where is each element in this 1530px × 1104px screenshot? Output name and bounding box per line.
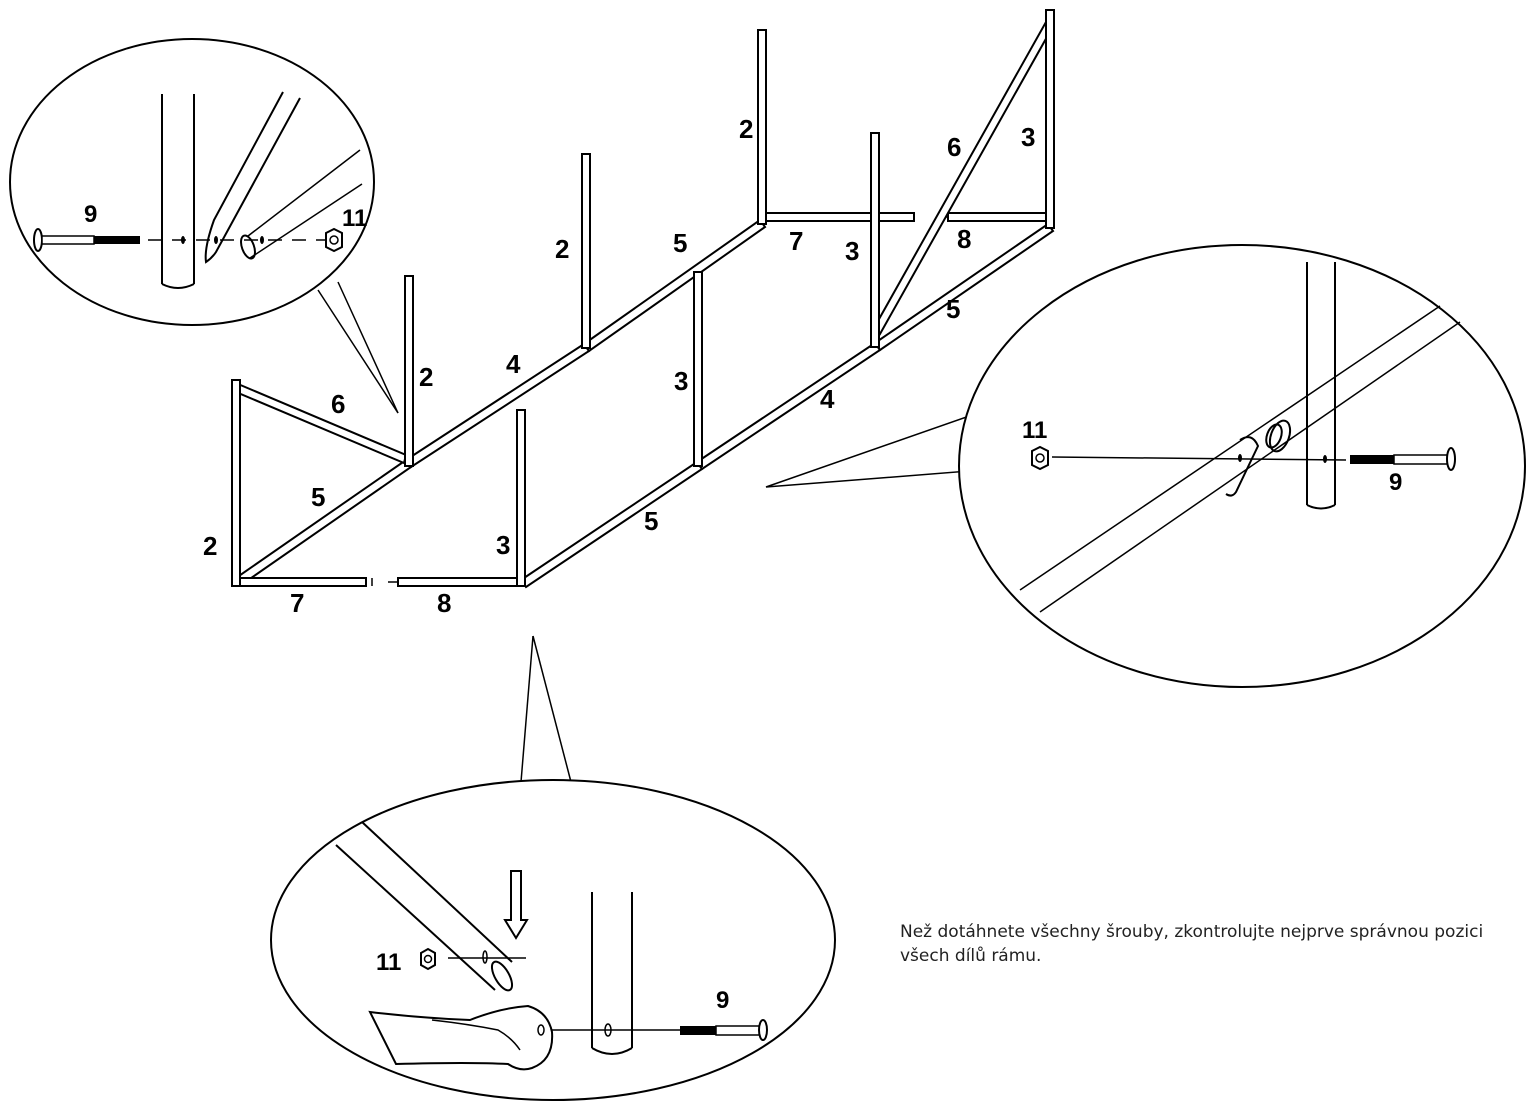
detail-ellipse-bottom <box>270 779 836 1101</box>
post-front-left <box>231 379 241 587</box>
post-far-back <box>757 29 767 225</box>
crossbar-8-top <box>947 212 1049 222</box>
detail-ellipse-top-left <box>9 38 375 326</box>
post-mid-back <box>581 153 591 349</box>
bolt-head-icon-right <box>1446 447 1456 471</box>
label-crossbar-8-bottom: 8 <box>437 588 451 618</box>
detail1-label-nut: 11 <box>342 205 367 232</box>
detail-ellipse-right <box>958 244 1526 688</box>
crossbar-7-top <box>765 212 915 222</box>
assembly-note-line-2: všech dílů rámu. <box>900 946 1042 966</box>
post-left-back <box>404 275 414 467</box>
detail1-label-bolt: 9 <box>84 201 97 228</box>
rail-front-mid <box>695 341 882 471</box>
label-post-far-right: 3 <box>1021 122 1035 152</box>
detail-callout-top-left: 9 11 <box>9 38 399 414</box>
label-post-front-right: 3 <box>845 236 859 266</box>
label-rail-back-right: 5 <box>673 228 687 258</box>
label-crossbar-8-top: 8 <box>957 224 971 254</box>
rail-front-left <box>519 460 704 589</box>
bolt-head-icon <box>33 228 43 252</box>
label-post-mid-back: 2 <box>555 234 569 264</box>
part-labels: 2 2 2 2 3 3 3 3 6 6 5 4 5 5 4 5 7 8 7 8 <box>203 114 1035 618</box>
nut-icon-right <box>1031 445 1049 471</box>
assembly-note: Než dotáhnete všechny šrouby, zkontroluj… <box>900 920 1520 968</box>
arrow-down-icon <box>503 870 529 940</box>
crossbar-8-bottom <box>397 577 519 587</box>
label-crossbar-7-top: 7 <box>789 226 803 256</box>
post-far-right <box>1045 9 1055 229</box>
label-rail-front-left: 5 <box>644 506 658 536</box>
crossbar-7-bottom <box>239 577 367 587</box>
detail-callout-right: 11 9 <box>765 244 1526 688</box>
brace-left <box>234 382 408 465</box>
detail2-label-nut: 11 <box>1022 417 1047 444</box>
label-brace-right: 6 <box>947 132 961 162</box>
detail3-label-nut: 11 <box>376 949 401 976</box>
post-front-right <box>870 132 880 348</box>
label-post-front-mid: 3 <box>496 530 510 560</box>
nut-icon-bottom <box>420 947 436 971</box>
label-brace-left: 6 <box>331 389 345 419</box>
rail-back-left <box>234 458 413 587</box>
post-center <box>693 271 703 467</box>
label-crossbar-7-bottom: 7 <box>290 588 304 618</box>
label-post-front-left: 2 <box>203 531 217 561</box>
label-post-far-back: 2 <box>739 114 753 144</box>
detail-callout-bottom: 11 9 <box>270 635 836 1101</box>
label-rail-back-mid: 4 <box>506 349 521 379</box>
frame-rails <box>234 20 1055 589</box>
label-rail-back-left: 5 <box>311 482 325 512</box>
label-rail-front-mid: 4 <box>820 384 835 414</box>
label-post-left-back: 2 <box>419 362 433 392</box>
label-post-center: 3 <box>674 366 688 396</box>
nut-icon <box>325 227 343 253</box>
bolt-head-icon-bottom <box>758 1019 768 1041</box>
assembly-note-line-1: Než dotáhnete všechny šrouby, zkontroluj… <box>900 922 1484 942</box>
post-front-mid <box>516 409 526 587</box>
detail3-label-bolt: 9 <box>716 987 729 1014</box>
label-rail-front-right: 5 <box>946 294 960 324</box>
frame-posts <box>231 9 1055 587</box>
detail2-label-bolt: 9 <box>1389 469 1402 496</box>
